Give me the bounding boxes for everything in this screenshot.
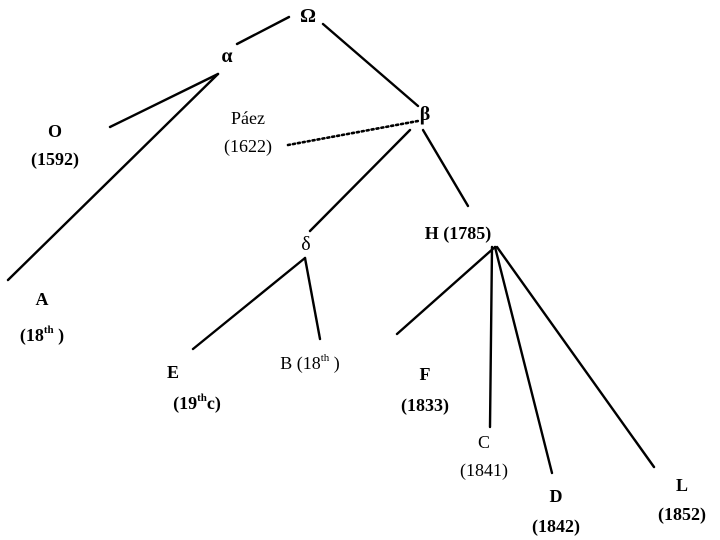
node-paez-date: (1622) bbox=[224, 136, 272, 157]
edge-delta-E bbox=[191, 256, 307, 351]
node-D-name: D bbox=[550, 486, 563, 506]
edge-delta-B bbox=[303, 256, 322, 341]
edge-omega-alpha bbox=[235, 15, 291, 46]
node-B: B (18th ) bbox=[280, 352, 340, 374]
node-D-date: (1842) bbox=[532, 516, 580, 537]
node-O-name: O bbox=[48, 121, 62, 141]
node-A-date-sup: th bbox=[44, 324, 54, 336]
node-alpha: α bbox=[221, 45, 232, 67]
edge-H-L bbox=[495, 245, 656, 469]
node-E-date-prefix: (19 bbox=[173, 393, 197, 414]
edge-omega-beta bbox=[321, 22, 420, 108]
edge-alpha-A bbox=[6, 72, 220, 282]
node-L-date: (1852) bbox=[658, 504, 706, 525]
node-A-date-prefix: (18 bbox=[20, 325, 44, 346]
node-delta: δ bbox=[301, 233, 310, 255]
node-E-name: E bbox=[167, 362, 179, 382]
node-C-name: C bbox=[478, 432, 490, 452]
node-C-date: (1841) bbox=[460, 460, 508, 481]
edge-H-D bbox=[493, 245, 554, 475]
node-L-name: L bbox=[676, 475, 688, 495]
node-E-date: (19thc) bbox=[173, 392, 221, 414]
edge-paez-beta bbox=[286, 119, 420, 147]
node-H: H (1785) bbox=[425, 223, 492, 244]
node-B-suffix: ) bbox=[329, 353, 340, 374]
edge-H-C bbox=[488, 245, 494, 429]
node-E-date-suffix: c) bbox=[207, 393, 221, 414]
node-A-name: A bbox=[36, 289, 49, 309]
node-paez-name: Páez bbox=[231, 108, 265, 128]
edge-beta-H bbox=[421, 128, 470, 208]
node-B-sup: th bbox=[321, 352, 330, 364]
node-B-prefix: B (18 bbox=[280, 353, 321, 374]
node-F-name: F bbox=[420, 364, 431, 384]
node-A-date: (18th ) bbox=[20, 324, 64, 346]
edge-beta-delta bbox=[308, 128, 412, 233]
edge-H-F bbox=[395, 245, 497, 336]
node-O-date: (1592) bbox=[31, 149, 79, 170]
node-beta: β bbox=[420, 103, 431, 125]
node-A-date-suffix: ) bbox=[54, 325, 65, 346]
edge-alpha-O bbox=[108, 72, 220, 129]
node-omega: Ω bbox=[300, 5, 316, 27]
node-E-date-sup: th bbox=[197, 392, 207, 404]
node-F-date: (1833) bbox=[401, 395, 449, 416]
